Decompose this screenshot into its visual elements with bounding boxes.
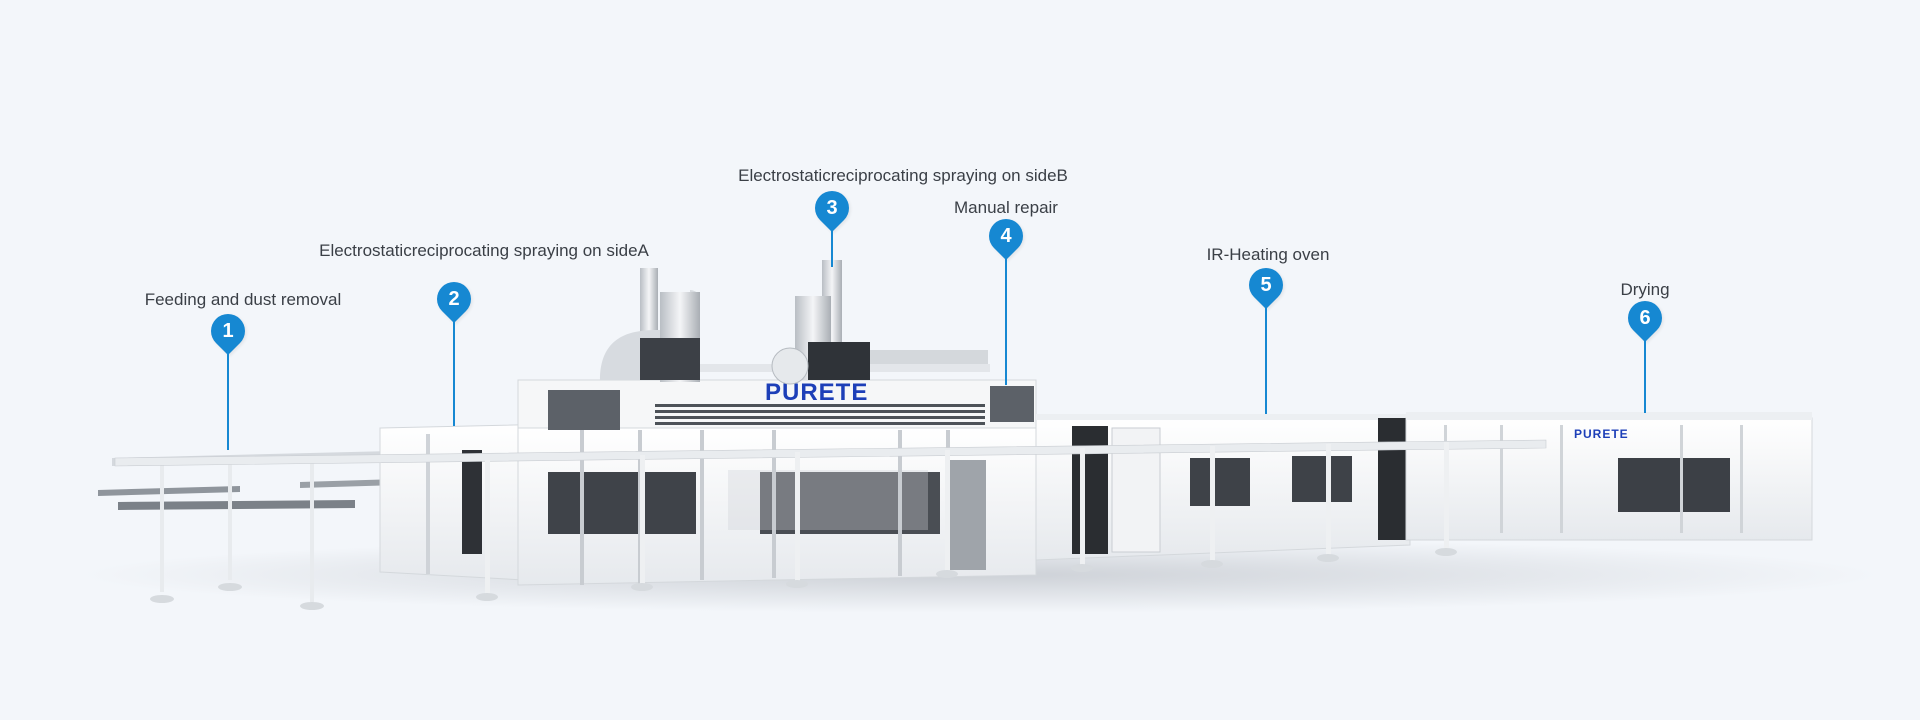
location-pin-icon[interactable]: 1 xyxy=(203,306,253,356)
station-number: 1 xyxy=(222,320,234,342)
location-pin-icon[interactable]: 6 xyxy=(1620,293,1670,343)
brand-logo-main: PURETE xyxy=(765,379,868,406)
spray-booth-a xyxy=(379,423,561,583)
location-pin-icon[interactable]: 3 xyxy=(807,183,857,233)
pin-stem xyxy=(1644,333,1646,413)
spray-booth-main: PURETE xyxy=(517,379,1037,586)
station-label: IR-Heating oven xyxy=(1206,245,1330,264)
station-number: 3 xyxy=(826,197,838,219)
pin-stem xyxy=(831,223,833,267)
location-pin-icon[interactable]: 5 xyxy=(1241,260,1291,310)
pin-stem xyxy=(1005,251,1007,385)
pin-stem xyxy=(453,314,455,426)
location-pin-icon[interactable]: 2 xyxy=(429,274,479,324)
station-label: Drying xyxy=(1620,280,1670,299)
station-number: 4 xyxy=(1000,225,1012,247)
station-label: Feeding and dust removal xyxy=(144,290,342,309)
exhaust-ducts xyxy=(600,260,990,385)
station-label: Electrostaticreciprocating spraying on s… xyxy=(319,241,649,260)
station-label: Electrostaticreciprocating spraying on s… xyxy=(738,166,1068,185)
overhead-conveyor-rail xyxy=(114,439,1547,601)
station-number: 6 xyxy=(1639,307,1651,329)
pin-stem xyxy=(227,346,229,450)
station-number: 5 xyxy=(1260,274,1272,296)
drying-chamber: PURETE xyxy=(1405,412,1813,541)
station-number: 2 xyxy=(448,288,460,310)
brand-logo-drying: PURETE xyxy=(1574,427,1629,441)
location-pin-icon[interactable]: 4 xyxy=(981,211,1031,261)
station-label: Manual repair xyxy=(954,198,1058,217)
ir-heating-oven xyxy=(1035,414,1411,561)
pin-stem xyxy=(1265,300,1267,414)
